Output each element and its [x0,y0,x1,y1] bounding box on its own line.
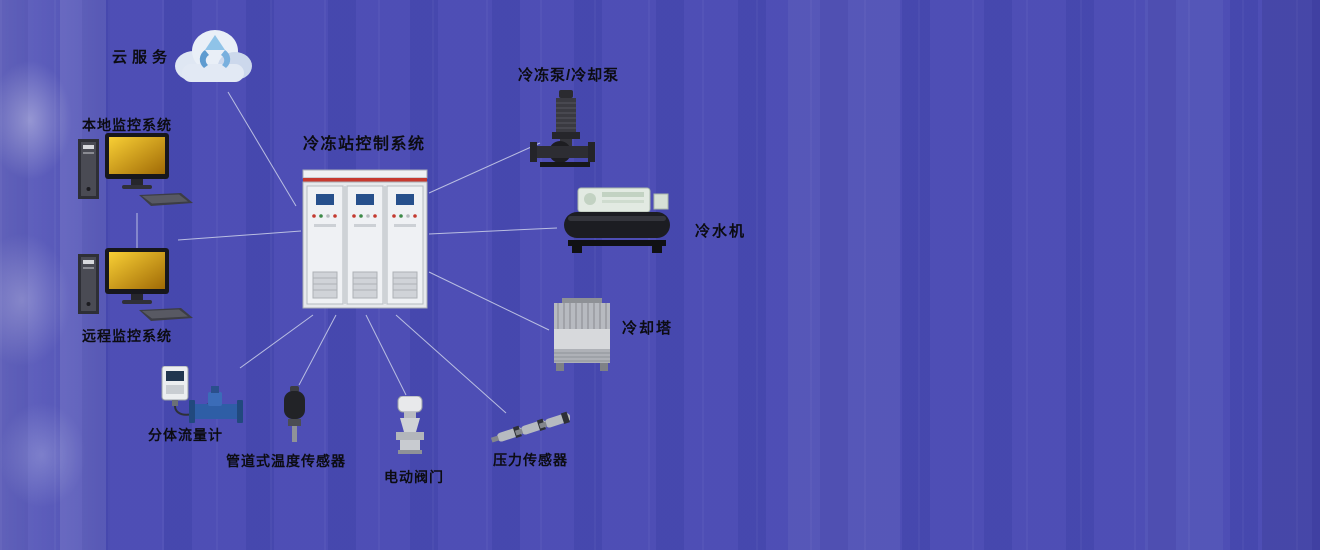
local-computer-icon [75,133,193,211]
background-band [788,0,900,550]
flow-meter-icon [152,366,246,426]
flow-meter-label: 分体流量计 [148,427,223,443]
local-monitor-label: 本地监控系统 [82,117,172,133]
cloud-label: 云服务 [112,49,173,66]
connector-cabinet-tempsensor [298,314,337,386]
pump-label: 冷冻泵/冷却泵 [518,67,620,84]
pump-icon [530,90,602,168]
connector-cabinet-pump [428,142,541,194]
connector-cabinet-chiller [428,227,558,235]
cooling-tower-label: 冷却塔 [622,320,674,337]
remote-computer-icon [75,248,193,326]
pressure-sensor-icon [490,410,570,450]
connector-cabinet-flowmeter [239,314,314,369]
temperature-sensor-icon [276,386,314,446]
connector-cabinet-tower [428,271,550,331]
remote-monitor-label: 远程监控系统 [82,328,172,344]
chiller-label: 冷水机 [695,223,747,240]
control-station-label: 冷冻站控制系统 [303,136,426,153]
valve-icon [386,396,434,456]
cooling-tower-icon [546,298,618,372]
connector-cabinet-valve [365,314,407,396]
background-band [1145,0,1223,550]
background-band [1262,0,1320,550]
connector-cloud-cabinet [227,91,297,207]
connector-monitor-cabinet [177,230,302,241]
temperature-sensor-label: 管道式温度传感器 [226,453,346,469]
chiller-icon [558,186,676,258]
valve-label: 电动阀门 [384,469,444,485]
cloud-icon [168,22,256,90]
pressure-sensor-label: 压力传感器 [493,452,568,468]
control-cabinet-icon [302,166,428,314]
